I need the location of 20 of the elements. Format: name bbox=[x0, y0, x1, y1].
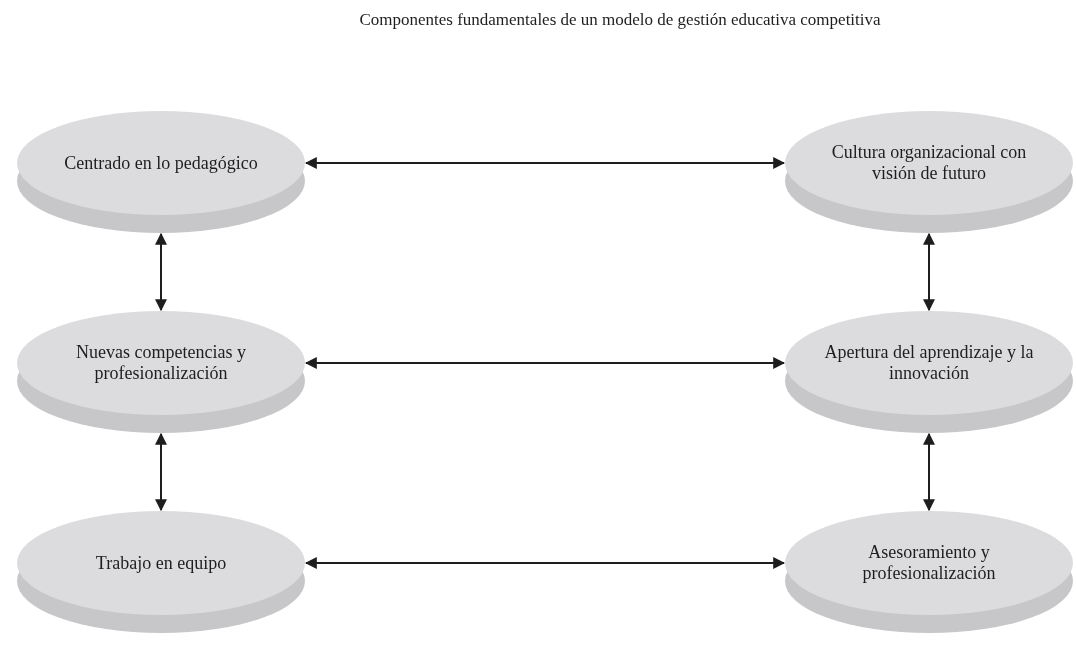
node-label: Cultura organizacional con visión de futuro bbox=[830, 142, 1028, 184]
disc-shape bbox=[16, 510, 306, 634]
node-label: Apertura del aprendizaje y la innovación bbox=[824, 342, 1034, 384]
node-label: Centrado en lo pedagógico bbox=[64, 152, 258, 174]
node-label: Asesoramiento y profesionalización bbox=[861, 542, 997, 584]
node-label: Trabajo en equipo bbox=[95, 552, 227, 574]
disc-shape bbox=[784, 110, 1074, 234]
double-arrow bbox=[304, 557, 786, 569]
double-arrow bbox=[304, 357, 786, 369]
node-label: Nuevas competencias y profesionalización bbox=[75, 342, 247, 384]
double-arrow bbox=[155, 432, 167, 512]
double-arrow bbox=[923, 432, 935, 512]
diagram-title: Componentes fundamentales de un modelo de gestión educativa competitiva bbox=[358, 10, 882, 30]
double-arrow bbox=[923, 232, 935, 312]
double-arrow bbox=[155, 232, 167, 312]
double-arrow bbox=[304, 157, 786, 169]
disc-shape bbox=[16, 310, 306, 434]
disc-shape bbox=[16, 110, 306, 234]
disc-shape bbox=[784, 310, 1074, 434]
disc-shape bbox=[784, 510, 1074, 634]
